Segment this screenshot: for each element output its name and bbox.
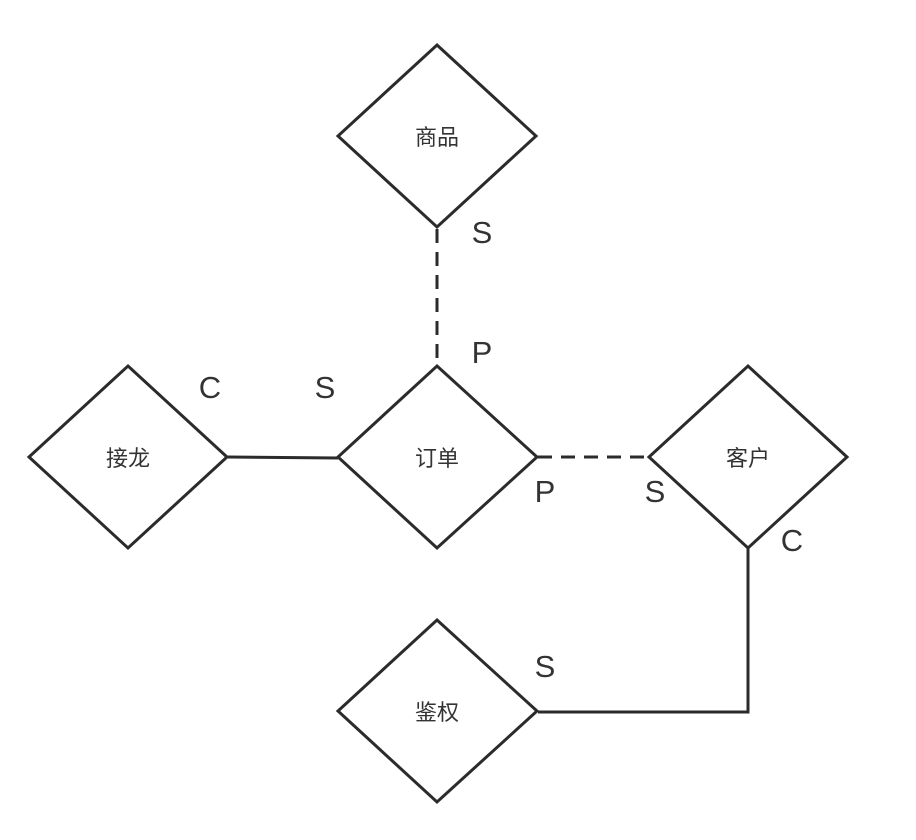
edge-customer-auth-from-label: C [781, 523, 803, 558]
node-customer-label: 客户 [726, 447, 770, 472]
node-solitaire-label: 接龙 [106, 447, 150, 472]
edge-solitaire-order-to-label: C [199, 370, 221, 405]
edge-order-customer-to-label: S [645, 474, 666, 509]
node-auth-shape [335, 617, 540, 805]
edge-order-product-from-label: P [472, 335, 493, 370]
edge-solitaire-order[interactable] [227, 455, 339, 460]
node-auth-label: 鉴权 [415, 701, 459, 726]
edge-customer-auth[interactable] [538, 548, 750, 714]
node-order[interactable]: 订单 [335, 363, 540, 551]
node-customer[interactable]: 客户 [646, 363, 850, 551]
edge-solitaire-order-from-label: S [315, 370, 336, 405]
node-solitaire[interactable]: 接龙 [26, 363, 230, 551]
edge-order-customer-from-label: P [535, 474, 556, 509]
node-order-shape [335, 363, 540, 551]
node-auth[interactable]: 鉴权 [335, 617, 540, 805]
node-customer-shape [646, 363, 850, 551]
node-order-label: 订单 [415, 447, 459, 472]
node-solitaire-shape [26, 363, 230, 551]
node-product-label: 商品 [415, 126, 459, 151]
node-product[interactable]: 商品 [335, 42, 539, 230]
edge-order-product-to-label: S [472, 215, 493, 250]
edge-customer-auth-to-label: S [535, 649, 556, 684]
node-product-shape [335, 42, 539, 230]
